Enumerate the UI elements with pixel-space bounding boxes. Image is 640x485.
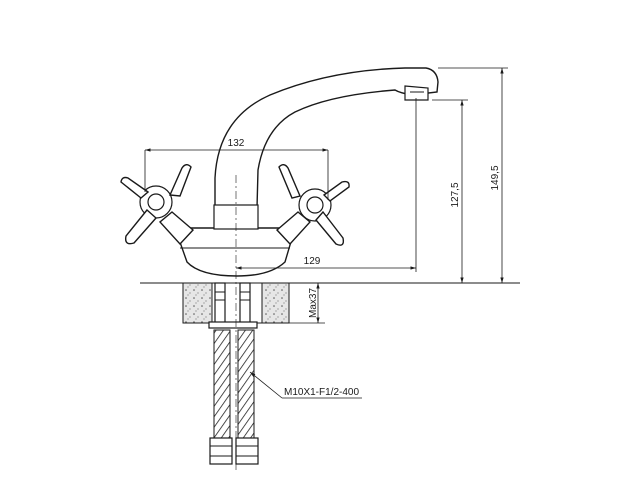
dimension-handle-span: 132 [144, 138, 329, 200]
dimension-spout-height: 127,5 [432, 99, 468, 283]
dimension-counter-thickness: Max37 [289, 283, 325, 324]
dimension-label-132: 132 [228, 138, 245, 149]
dimension-label-149-5: 149,5 [490, 165, 501, 190]
hose-spec-callout: M10X1-F1/2-400 [249, 371, 362, 399]
flexible-hoses [209, 329, 259, 465]
dimension-label-129: 129 [304, 256, 321, 267]
right-cross-handle [275, 164, 350, 246]
dimension-label-max37: Max37 [308, 288, 319, 318]
dimension-label-127-5: 127,5 [450, 182, 461, 207]
dimension-total-height: 149,5 [438, 67, 508, 283]
dimension-spout-reach: 129 [236, 98, 417, 272]
mounting-studs [208, 282, 258, 329]
countertop-section [140, 282, 520, 324]
hose-spec-label: M10X1-F1/2-400 [284, 387, 359, 398]
faucet-body [174, 227, 296, 277]
left-cross-handle [120, 164, 195, 246]
